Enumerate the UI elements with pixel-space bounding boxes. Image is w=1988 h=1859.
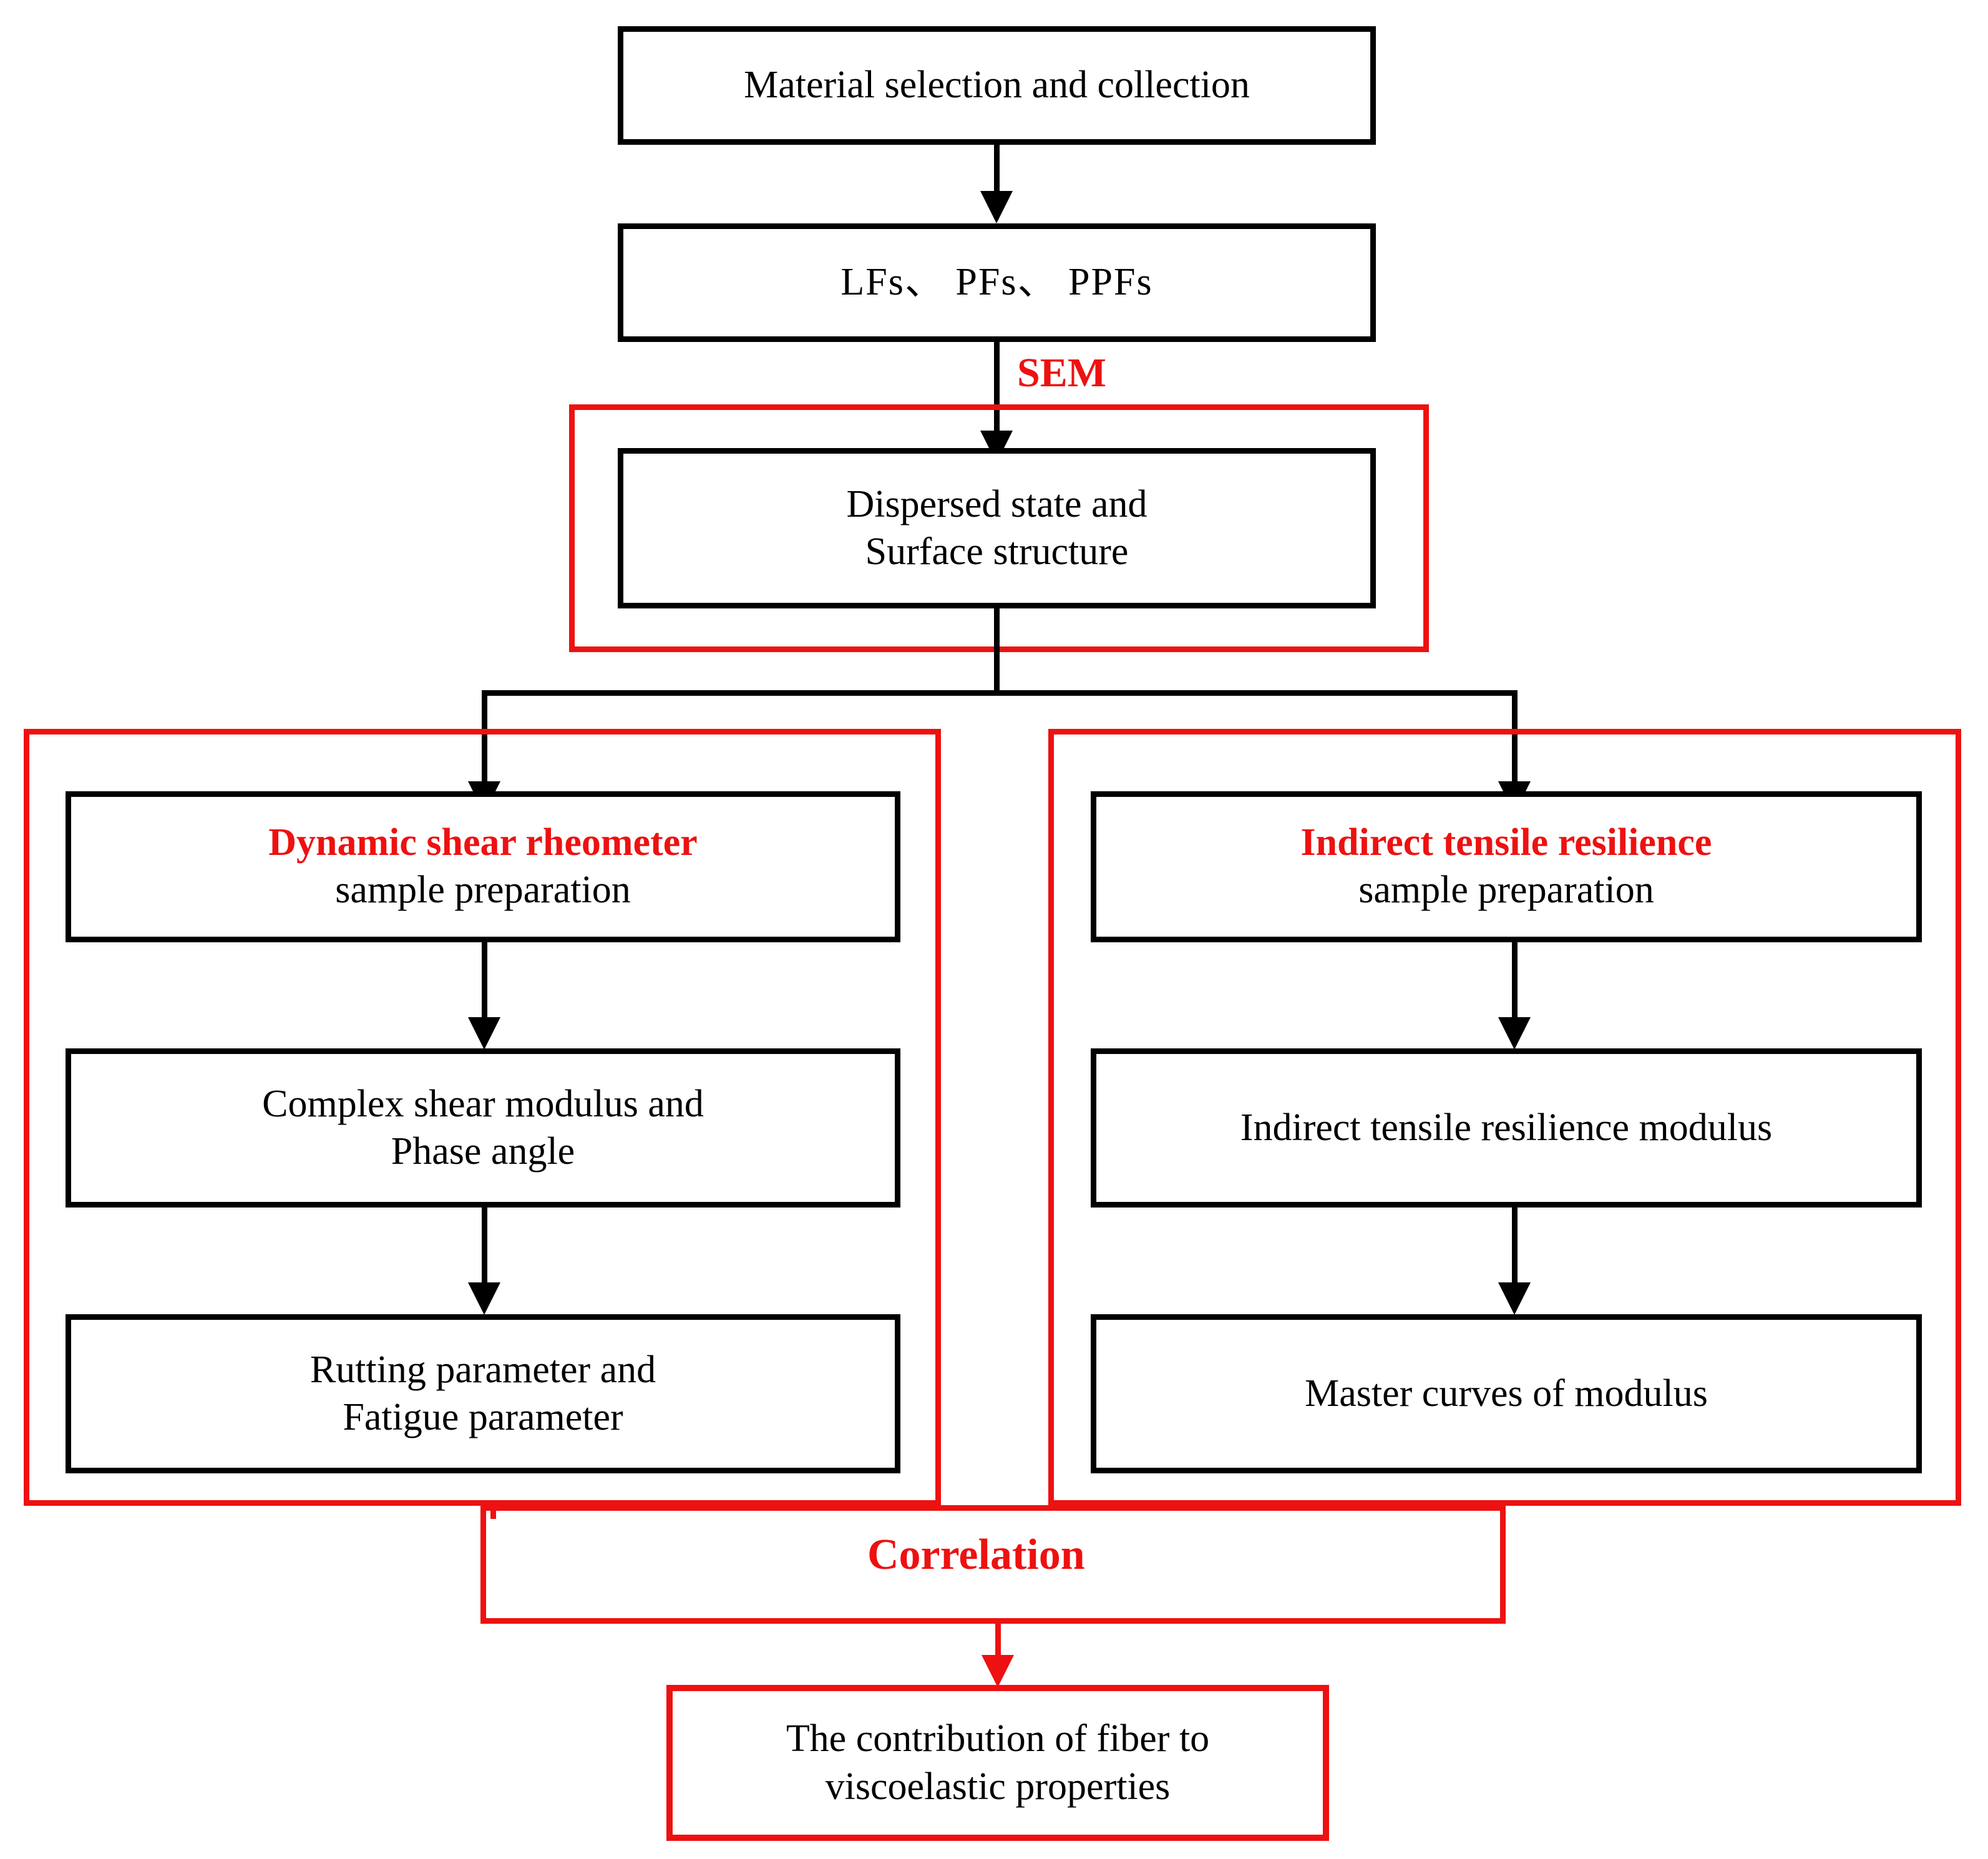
label-correlation: Correlation bbox=[867, 1531, 1085, 1579]
node-dispersed-state-line2: Surface structure bbox=[865, 530, 1129, 573]
node-rutting-fatigue-parameter: Rutting parameter and Fatigue parameter bbox=[66, 1314, 900, 1473]
node-master-curves: Master curves of modulus bbox=[1091, 1314, 1922, 1473]
connector-complex-to-rutting bbox=[482, 1208, 487, 1289]
connector-split-right-drop bbox=[1512, 690, 1518, 790]
connector-correlation-to-outcome bbox=[995, 1622, 1001, 1661]
node-complex-shear-modulus-line1: Complex shear modulus and bbox=[262, 1082, 704, 1125]
node-itr-modulus: Indirect tensile resilience modulus bbox=[1091, 1048, 1922, 1208]
connector-split-left-drop bbox=[482, 690, 487, 790]
node-dispersed-state: Dispersed state and Surface structure bbox=[618, 448, 1376, 608]
node-dispersed-state-line1: Dispersed state and bbox=[846, 482, 1147, 525]
node-fiber-types: LFs、 PFs、 PPFs bbox=[618, 223, 1376, 342]
node-rutting-parameter-line1: Rutting parameter and bbox=[309, 1348, 656, 1391]
node-itr-subtitle: sample preparation bbox=[1358, 869, 1654, 911]
arrowhead-correlation-to-outcome bbox=[982, 1655, 1014, 1687]
node-outcome-line2: viscoelastic properties bbox=[825, 1765, 1171, 1808]
node-itr-title: Indirect tensile resilience bbox=[1300, 821, 1712, 864]
node-itr-modulus-label: Indirect tensile resilience modulus bbox=[1240, 1106, 1773, 1149]
node-fiber-types-label: LFs、 PFs、 PPFs bbox=[841, 261, 1153, 304]
node-dsr-title: Dynamic shear rheometer bbox=[268, 821, 698, 864]
node-complex-shear-modulus-line2: Phase angle bbox=[391, 1130, 575, 1173]
connector-fibers-to-dispersed bbox=[994, 342, 1000, 437]
node-master-curves-label: Master curves of modulus bbox=[1305, 1372, 1708, 1415]
label-sem: SEM bbox=[1017, 350, 1107, 396]
connector-modulus-to-master bbox=[1512, 1208, 1518, 1289]
connector-split-horizontal bbox=[482, 690, 1518, 696]
arrowhead-modulus-to-master bbox=[1498, 1282, 1531, 1315]
node-rutting-parameter-line2: Fatigue parameter bbox=[343, 1395, 623, 1438]
node-outcome-line1: The contribution of fiber to bbox=[786, 1717, 1210, 1760]
node-itr-sample-preparation: Indirect tensile resilience sample prepa… bbox=[1091, 791, 1922, 942]
node-complex-shear-modulus: Complex shear modulus and Phase angle bbox=[66, 1048, 900, 1208]
connector-dsr-to-complex bbox=[482, 942, 487, 1023]
arrowhead-dsr-to-complex bbox=[468, 1017, 500, 1050]
connector-dispersed-trunk bbox=[994, 608, 1000, 696]
node-dsr-subtitle: sample preparation bbox=[335, 869, 631, 911]
arrowhead-itr-to-modulus bbox=[1498, 1017, 1531, 1050]
arrowhead-complex-to-rutting bbox=[468, 1282, 500, 1315]
connector-itr-to-modulus bbox=[1512, 942, 1518, 1023]
node-material-selection-label: Material selection and collection bbox=[744, 64, 1250, 107]
node-dsr-sample-preparation: Dynamic shear rheometer sample preparati… bbox=[66, 791, 900, 942]
node-outcome-contribution: The contribution of fiber to viscoelasti… bbox=[666, 1685, 1329, 1841]
arrowhead-material-to-fibers bbox=[980, 191, 1013, 223]
node-material-selection: Material selection and collection bbox=[618, 26, 1376, 145]
connector-material-to-fibers bbox=[994, 145, 1000, 193]
group-dynamic-shear-rheometer bbox=[24, 729, 941, 1506]
bracket-correlation bbox=[480, 1505, 1506, 1624]
